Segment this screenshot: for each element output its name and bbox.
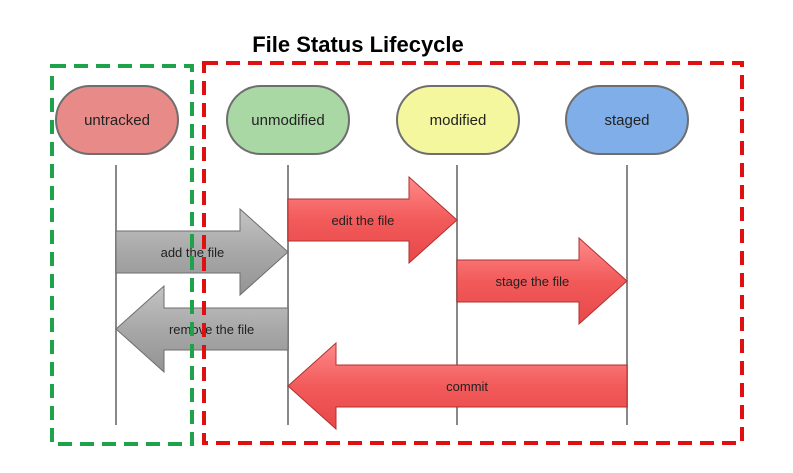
tracked-group-boundary [202, 61, 744, 445]
state-label-modified: modified [430, 112, 487, 129]
action-label-edit-the-file: edit the file [331, 213, 394, 228]
untracked-group-boundary [50, 64, 194, 446]
state-untracked: untracked [55, 85, 179, 155]
action-commit: commit [287, 341, 628, 431]
group-boundaries [50, 61, 744, 446]
action-stage-the-file: stage the file [456, 236, 628, 326]
state-modified: modified [396, 85, 520, 155]
state-label-unmodified: unmodified [251, 112, 324, 129]
state-unmodified: unmodified [226, 85, 350, 155]
state-nodes: untracked unmodified modified staged [55, 85, 689, 155]
state-staged: staged [565, 85, 689, 155]
action-label-stage-the-file: stage the file [496, 274, 570, 289]
state-label-staged: staged [604, 112, 649, 129]
diagram-title: File Status Lifecycle [252, 32, 464, 57]
action-label-add-the-file: add the file [161, 245, 225, 260]
state-label-untracked: untracked [84, 112, 150, 129]
action-edit-the-file: edit the file [287, 175, 458, 265]
action-label-commit: commit [446, 379, 488, 394]
action-add-the-file: add the file [115, 207, 289, 297]
action-label-remove-the-file: remove the file [169, 322, 254, 337]
